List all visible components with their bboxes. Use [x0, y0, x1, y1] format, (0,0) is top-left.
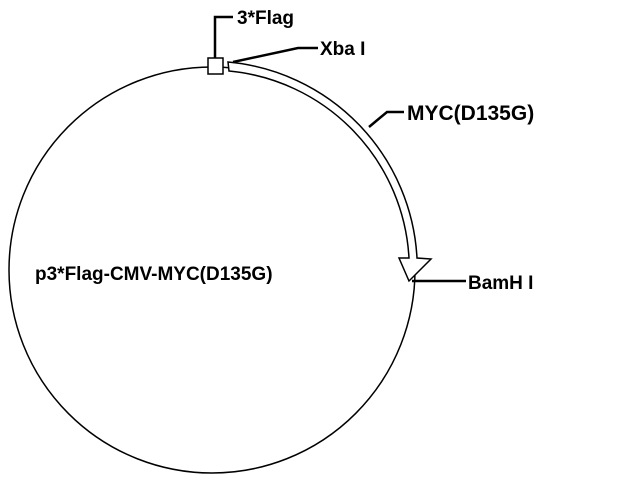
myc-leader-line: [368, 110, 404, 128]
flag-leader-line: [213, 15, 233, 58]
flag-tag-box: [207, 57, 224, 75]
bamh-site-label: BamH I: [468, 273, 533, 294]
xba-site-label: Xba I: [320, 39, 365, 60]
flag-tag-label: 3*Flag: [237, 8, 294, 29]
plasmid-name-label: p3*Flag-CMV-MYC(D135G): [35, 264, 273, 285]
insert-arrow: [227, 61, 433, 283]
myc-insert-label: MYC(D135G): [407, 102, 534, 125]
xba-leader-line: [232, 46, 318, 64]
